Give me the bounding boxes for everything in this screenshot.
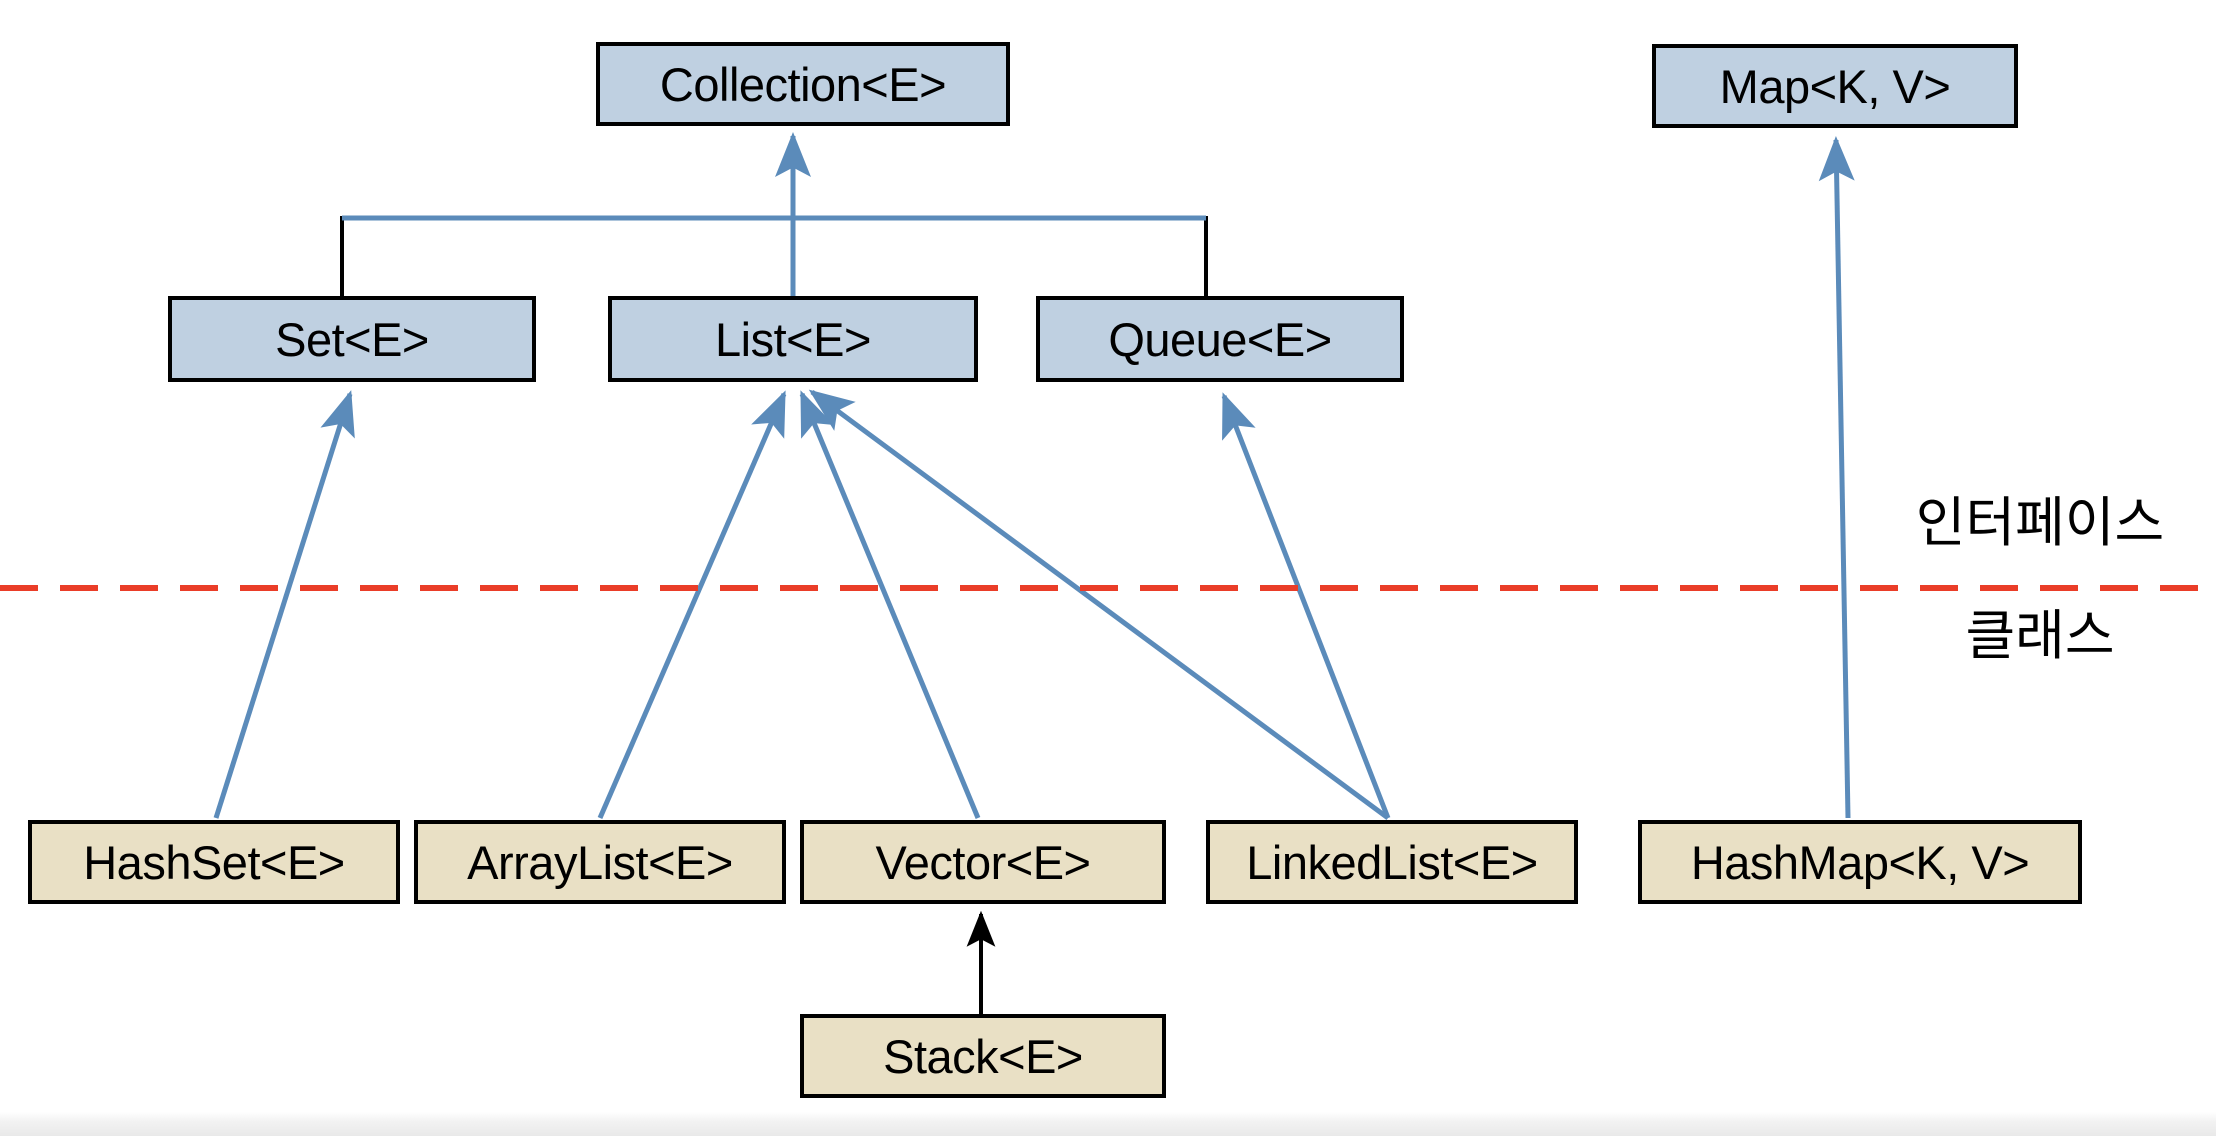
node-map[interactable]: Map<K, V> <box>1652 44 2018 128</box>
node-set[interactable]: Set<E> <box>168 296 536 382</box>
node-label: Vector<E> <box>875 835 1092 889</box>
node-arraylist[interactable]: ArrayList<E> <box>414 820 786 904</box>
node-label: ArrayList<E> <box>467 835 733 889</box>
node-label: Map<K, V> <box>1719 59 1951 113</box>
node-collection[interactable]: Collection<E> <box>596 42 1010 126</box>
edge-hashmap-to-map <box>1818 136 1855 819</box>
node-hashmap[interactable]: HashMap<K, V> <box>1638 820 2082 904</box>
node-stack[interactable]: Stack<E> <box>800 1014 1166 1098</box>
node-label: LinkedList<E> <box>1246 835 1538 889</box>
bottom-edge-strip <box>0 1112 2216 1136</box>
edge-hashset-to-set <box>213 390 355 819</box>
node-label: HashSet<E> <box>83 835 345 889</box>
node-vector[interactable]: Vector<E> <box>800 820 1166 904</box>
zone-label-class: 클래스 <box>1965 606 2115 666</box>
node-hashset[interactable]: HashSet<E> <box>28 820 400 904</box>
node-label: Collection<E> <box>659 57 947 111</box>
node-queue[interactable]: Queue<E> <box>1036 296 1404 382</box>
node-label: HashMap<K, V> <box>1690 835 2030 889</box>
edge-linkedlist-to-queue <box>1221 392 1391 819</box>
edge-vector-to-list <box>799 390 981 819</box>
node-label: Stack<E> <box>883 1029 1083 1083</box>
edge-linkedlist-to-list <box>808 389 1390 821</box>
zone-label-interface: 인터페이스 <box>1915 493 2165 553</box>
node-linkedlist[interactable]: LinkedList<E> <box>1206 820 1578 904</box>
node-label: List<E> <box>715 312 871 366</box>
node-list[interactable]: List<E> <box>608 296 978 382</box>
node-label: Queue<E> <box>1108 312 1332 366</box>
edge-arraylist-to-list <box>597 390 787 819</box>
node-label: Set<E> <box>275 312 429 366</box>
